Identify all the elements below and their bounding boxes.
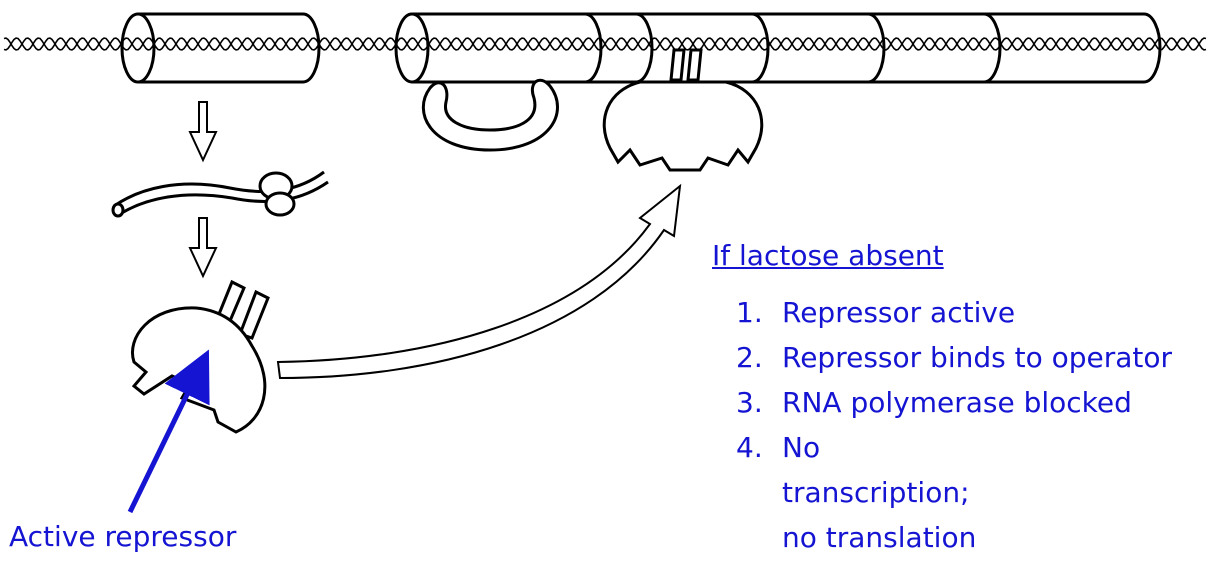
step-text: No transcription; no translation [782,431,976,554]
condition-heading: If lactose absent [712,239,944,272]
step-item: 2. Repressor binds to operator [736,335,1172,380]
step-text: RNA polymerase blocked [782,386,1132,419]
dna-helix [4,38,1206,50]
step-item: 1. Repressor active [736,290,1172,335]
transcription-arrows [190,102,216,276]
step-number: 1. [736,290,763,335]
step-number: 3. [736,380,763,425]
step-text: Repressor binds to operator [782,341,1172,374]
step-text: Repressor active [782,296,1015,329]
operator-divider [636,14,652,82]
active-repressor-label: Active repressor [9,520,236,553]
mrna-with-ribosome [113,172,328,216]
gene-divider-1 [752,14,768,82]
free-repressor [132,282,268,432]
step-item: 3. RNA polymerase blocked [736,380,1172,425]
promoter-divider [585,14,601,82]
steps-list: 1. Repressor active 2. Repressor binds t… [736,290,1172,560]
rna-polymerase [423,80,557,150]
bound-repressor [604,50,762,170]
annotation-pointer-arrow [130,372,198,512]
gene-divider-2 [868,14,884,82]
binding-arrow [278,186,680,378]
step-number: 2. [736,335,763,380]
step-number: 4. [736,425,763,470]
step-item: 4. No transcription; no translation [736,425,1006,560]
arrow-down-2 [190,218,216,276]
arrow-down-1 [190,102,216,160]
